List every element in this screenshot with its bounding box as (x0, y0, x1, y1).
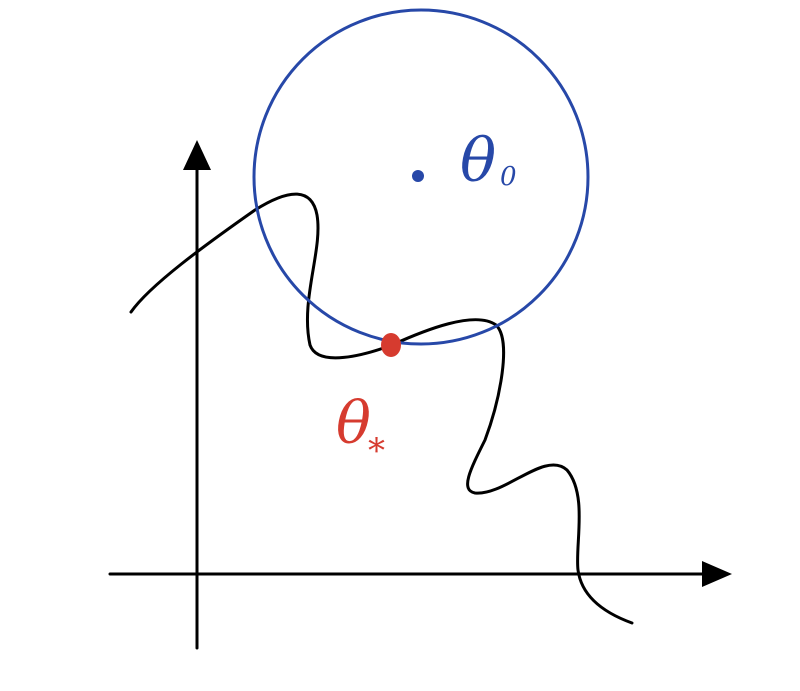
loss-curve (129, 192, 634, 625)
y-axis-arrowhead-icon (183, 140, 211, 170)
theta-star-label: θ * (336, 389, 385, 471)
center-point (412, 170, 424, 182)
neighborhood-circle (252, 8, 590, 346)
theta-star-subscript: * (368, 431, 385, 471)
theta-star-symbol: θ (336, 389, 371, 457)
theta0-symbol: θ (460, 126, 496, 196)
theta0-label: θ 0 (460, 126, 517, 196)
x-axis-arrowhead-icon (702, 561, 732, 587)
optimum-point (381, 333, 401, 357)
theta0-subscript: 0 (500, 162, 517, 192)
